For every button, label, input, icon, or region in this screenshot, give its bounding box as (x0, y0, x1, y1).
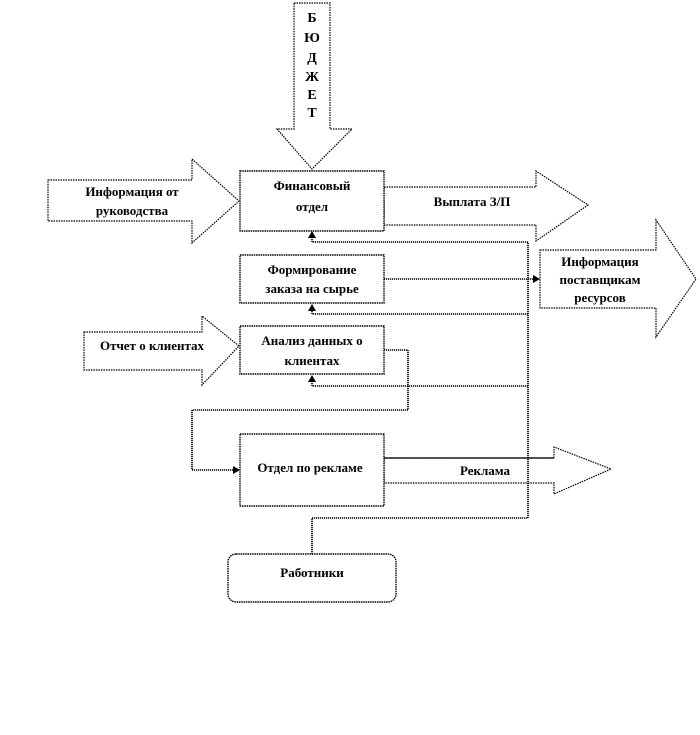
connector-to-analysis (311, 380, 528, 387)
management-info-label: Информация от (85, 184, 179, 199)
suppliers-info-label: Информация (561, 254, 638, 269)
suppliers-info-label: поставщикам (560, 272, 641, 287)
finance-department-label: Финансовый (274, 178, 351, 193)
advertising-department-box[interactable]: Отдел по рекламе (239, 433, 385, 507)
budget-letter: Ж (305, 70, 319, 85)
finance-department-label: отдел (296, 199, 328, 214)
arrowhead-right-icon (233, 466, 240, 474)
arrowhead-up-icon (308, 304, 316, 311)
client-analysis-label: клиентах (284, 353, 340, 368)
raw-material-order-label: Формирование (268, 262, 357, 277)
arrowhead-right-icon (533, 275, 540, 283)
client-report-arrow: Отчет о клиентах (83, 314, 240, 387)
ads-arrow: Реклама (383, 446, 613, 495)
budget-arrow: Б Ю Д Ж Е Т (275, 2, 354, 170)
management-info-arrow: Информация от руководства (47, 157, 240, 245)
budget-letter: Д (307, 51, 317, 66)
budget-letter: Т (307, 106, 317, 121)
connector-workers-bus (311, 236, 529, 554)
management-info-label: руководства (96, 203, 169, 218)
client-analysis-box[interactable]: Анализ данных о клиентах (239, 325, 385, 375)
workers-label: Работники (280, 565, 344, 580)
budget-letter: Е (307, 88, 316, 103)
suppliers-info-arrow: Информация поставщикам ресурсов (539, 218, 697, 339)
salary-label: Выплата З/П (434, 194, 511, 209)
raw-material-order-label: заказа на сырье (265, 281, 359, 296)
finance-department-box[interactable]: Финансовый отдел (239, 170, 385, 232)
arrowhead-up-icon (308, 231, 316, 238)
arrowhead-up-icon (308, 375, 316, 382)
budget-letter: Б (307, 11, 316, 26)
advertising-department-label: Отдел по рекламе (257, 460, 363, 475)
client-analysis-label: Анализ данных о (261, 333, 362, 348)
connector-analysis-to-advertising (191, 349, 409, 471)
connector-to-order (311, 309, 528, 315)
connectors (191, 231, 540, 554)
budget-letter: Ю (304, 31, 320, 46)
salary-arrow: Выплата З/П (383, 169, 590, 243)
ads-label: Реклама (460, 463, 511, 478)
client-report-label: Отчет о клиентах (100, 338, 205, 353)
workers-box[interactable]: Работники (227, 553, 397, 603)
suppliers-info-label: ресурсов (574, 290, 625, 305)
raw-material-order-box[interactable]: Формирование заказа на сырье (239, 254, 385, 304)
